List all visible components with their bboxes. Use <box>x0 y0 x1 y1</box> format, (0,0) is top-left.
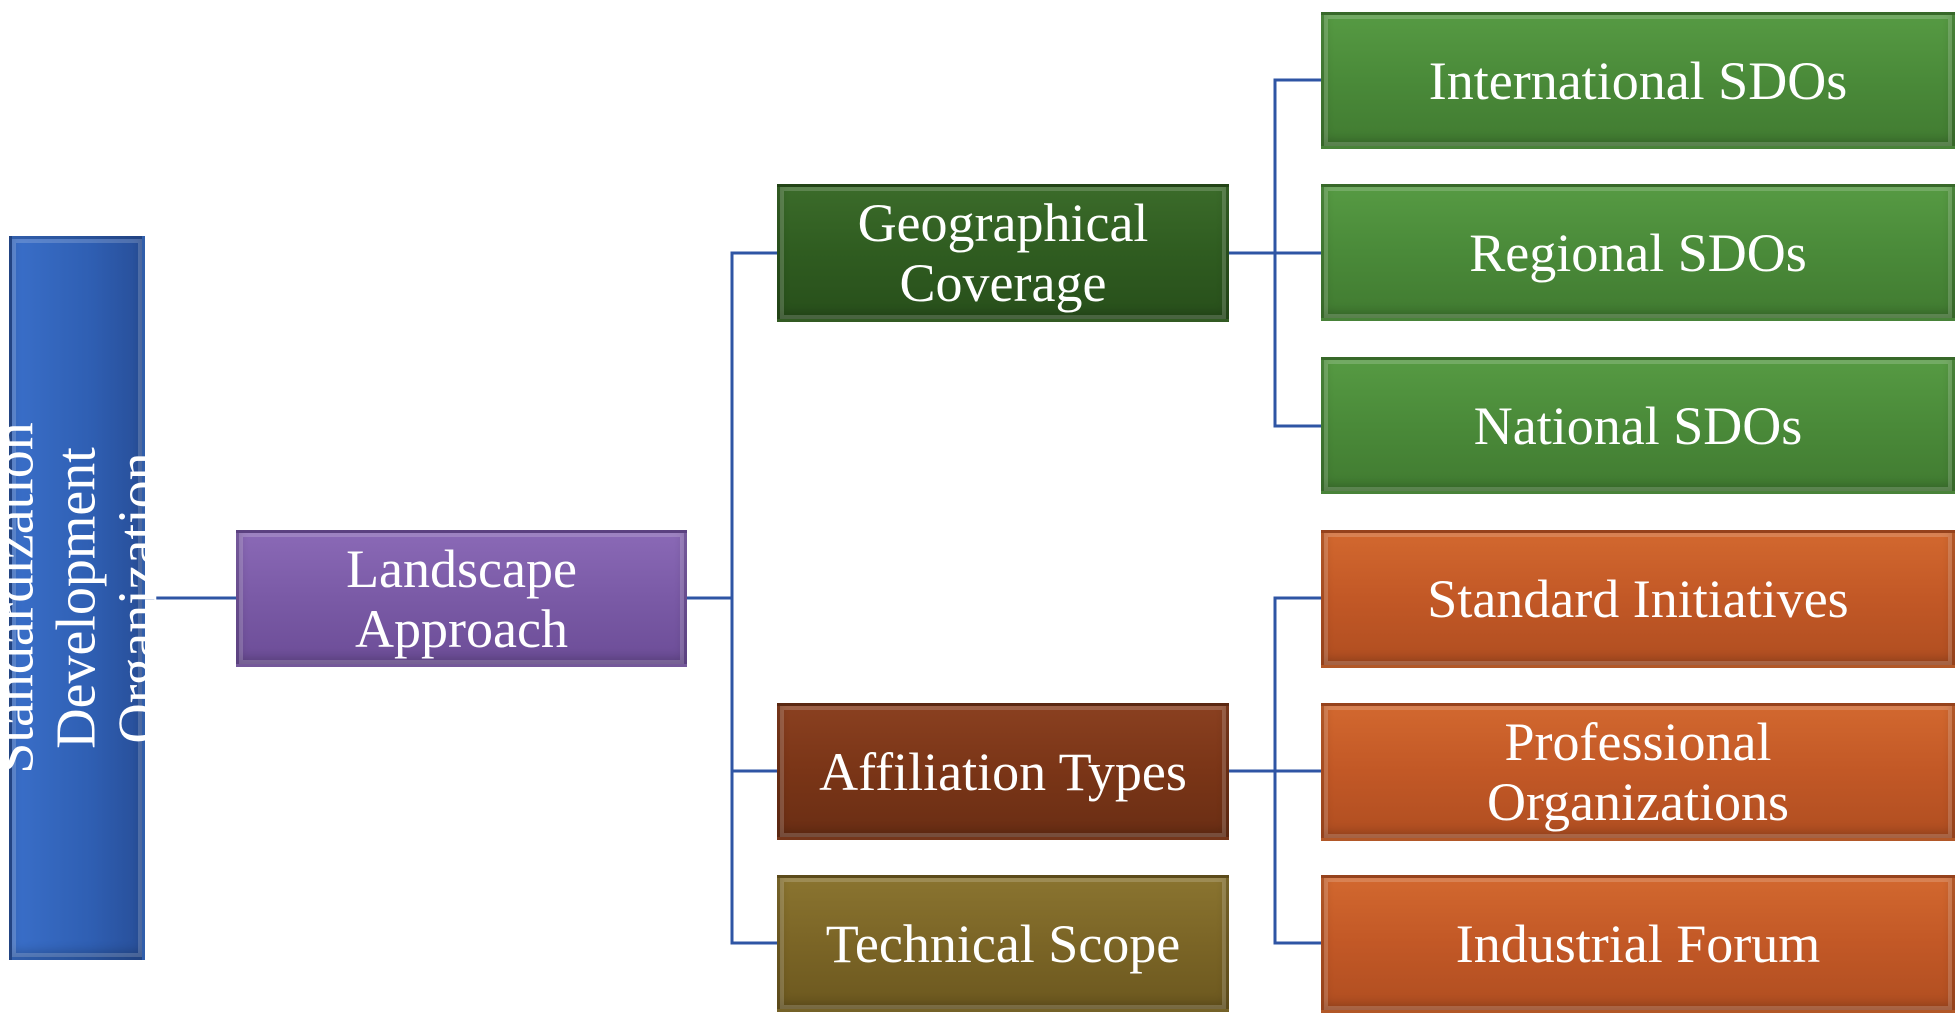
node-national-sdos: National SDOs <box>1321 357 1955 494</box>
professional-organizations-label: Professional Organizations <box>1487 712 1789 832</box>
node-standard-initiatives: Standard Initiatives <box>1321 530 1955 668</box>
geographical-label: Geographical Coverage <box>857 193 1149 313</box>
root-node-sdo: Standardization Development Organization <box>0 236 170 960</box>
industrial-forum-label: Industrial Forum <box>1455 914 1821 974</box>
node-landscape-approach: Landscape Approach <box>236 530 687 667</box>
landscape-label: Landscape Approach <box>346 538 577 659</box>
technical-label: Technical Scope <box>825 913 1181 974</box>
node-professional-organizations: Professional Organizations <box>1321 703 1955 841</box>
international-label: International SDOs <box>1428 50 1848 111</box>
node-industrial-forum: Industrial Forum <box>1321 875 1955 1013</box>
regional-label: Regional SDOs <box>1469 222 1807 283</box>
node-technical-scope: Technical Scope <box>777 875 1229 1012</box>
node-international-sdos: International SDOs <box>1321 12 1955 149</box>
node-affiliation-types: Affiliation Types <box>777 703 1229 840</box>
node-geographical-coverage: Geographical Coverage <box>777 184 1229 322</box>
affiliation-label: Affiliation Types <box>819 741 1187 802</box>
node-regional-sdos: Regional SDOs <box>1321 184 1955 321</box>
root-label: Standardization Development Organization <box>0 422 171 774</box>
standard-initiatives-label: Standard Initiatives <box>1427 569 1849 629</box>
national-label: National SDOs <box>1473 395 1803 456</box>
